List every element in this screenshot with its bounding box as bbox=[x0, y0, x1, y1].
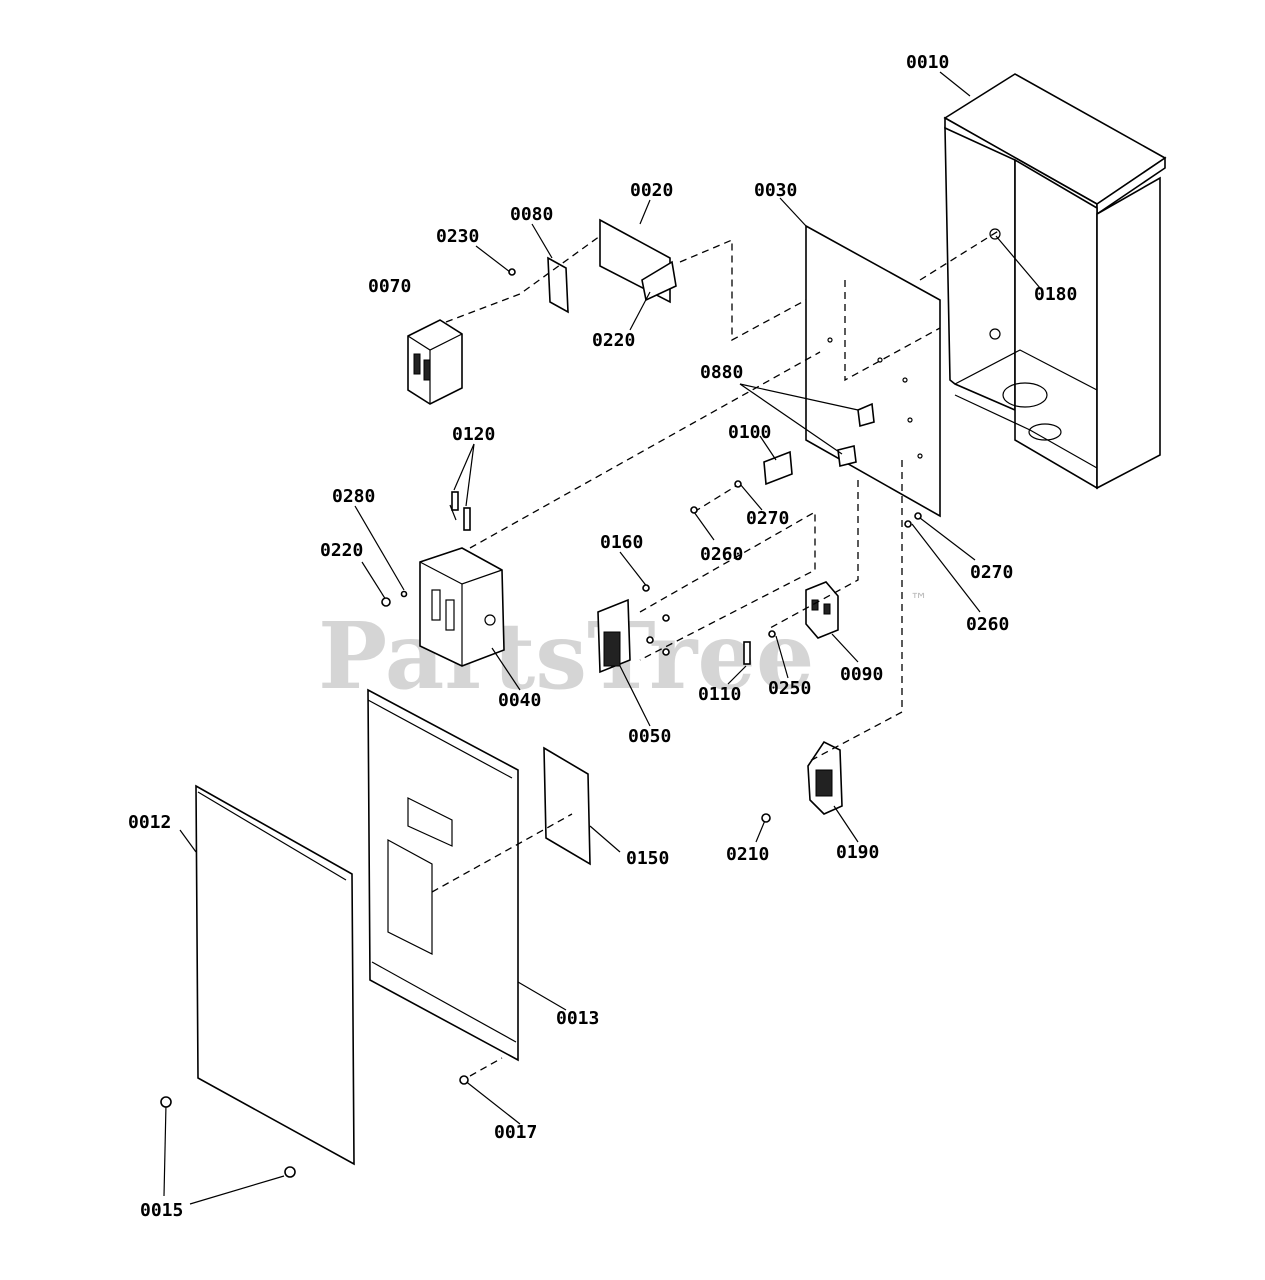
watermark: PartsTree ™ bbox=[318, 590, 928, 710]
bracket-0020 bbox=[599, 218, 677, 304]
label-0040: 0040 bbox=[498, 690, 541, 711]
watermark-trademark: ™ bbox=[910, 590, 928, 611]
label-0270-right: 0270 bbox=[970, 562, 1013, 583]
label-0210: 0210 bbox=[726, 844, 769, 865]
label-0020: 0020 bbox=[630, 180, 673, 201]
label-0160: 0160 bbox=[600, 532, 643, 553]
label-0280: 0280 bbox=[332, 486, 375, 507]
label-0015: 0015 bbox=[140, 1200, 183, 1221]
part-labels: 0010 0030 0020 0080 0230 0070 0220 0180 … bbox=[128, 52, 1077, 1221]
outer-door-0012 bbox=[195, 784, 355, 1166]
strip-0080 bbox=[547, 256, 569, 314]
label-0070: 0070 bbox=[368, 276, 411, 297]
label-0017: 0017 bbox=[494, 1122, 537, 1143]
label-0090: 0090 bbox=[840, 664, 883, 685]
label-0150: 0150 bbox=[626, 848, 669, 869]
watermark-text: PartsTree bbox=[318, 602, 814, 710]
label-0270-left: 0270 bbox=[746, 508, 789, 529]
label-0050: 0050 bbox=[628, 726, 671, 747]
leader-lines bbox=[163, 71, 1041, 1205]
receptacle-0190 bbox=[807, 740, 843, 815]
fasteners bbox=[160, 268, 922, 1178]
label-0030: 0030 bbox=[754, 180, 797, 201]
label-0100: 0100 bbox=[728, 422, 771, 443]
label-0260-right: 0260 bbox=[966, 614, 1009, 635]
back-panel-0030 bbox=[805, 224, 941, 518]
explode-lines bbox=[431, 229, 1001, 1077]
terminal-board-0050 bbox=[597, 598, 631, 674]
label-0190: 0190 bbox=[836, 842, 879, 863]
fuse-0110 bbox=[743, 641, 751, 665]
label-0180: 0180 bbox=[1034, 284, 1077, 305]
enclosure-0010 bbox=[943, 73, 1167, 490]
label-0880: 0880 bbox=[700, 362, 743, 383]
contactor-0040 bbox=[419, 547, 505, 667]
label-0120: 0120 bbox=[452, 424, 495, 445]
fuse-wires-0120 bbox=[449, 491, 471, 531]
label-0013: 0013 bbox=[556, 1008, 599, 1029]
label-plate-0150 bbox=[543, 746, 591, 866]
bracket-0100 bbox=[763, 450, 793, 486]
label-0010: 0010 bbox=[906, 52, 949, 73]
label-0012: 0012 bbox=[128, 812, 171, 833]
label-0230: 0230 bbox=[436, 226, 479, 247]
inner-door-0013 bbox=[367, 688, 519, 1062]
label-0080: 0080 bbox=[510, 204, 553, 225]
label-0250: 0250 bbox=[768, 678, 811, 699]
label-0220-top: 0220 bbox=[592, 330, 635, 351]
terminal-block-0090 bbox=[805, 581, 839, 639]
label-0260-left: 0260 bbox=[700, 544, 743, 565]
label-0110: 0110 bbox=[698, 684, 741, 705]
breaker-0070 bbox=[407, 319, 463, 405]
label-0220-left: 0220 bbox=[320, 540, 363, 561]
